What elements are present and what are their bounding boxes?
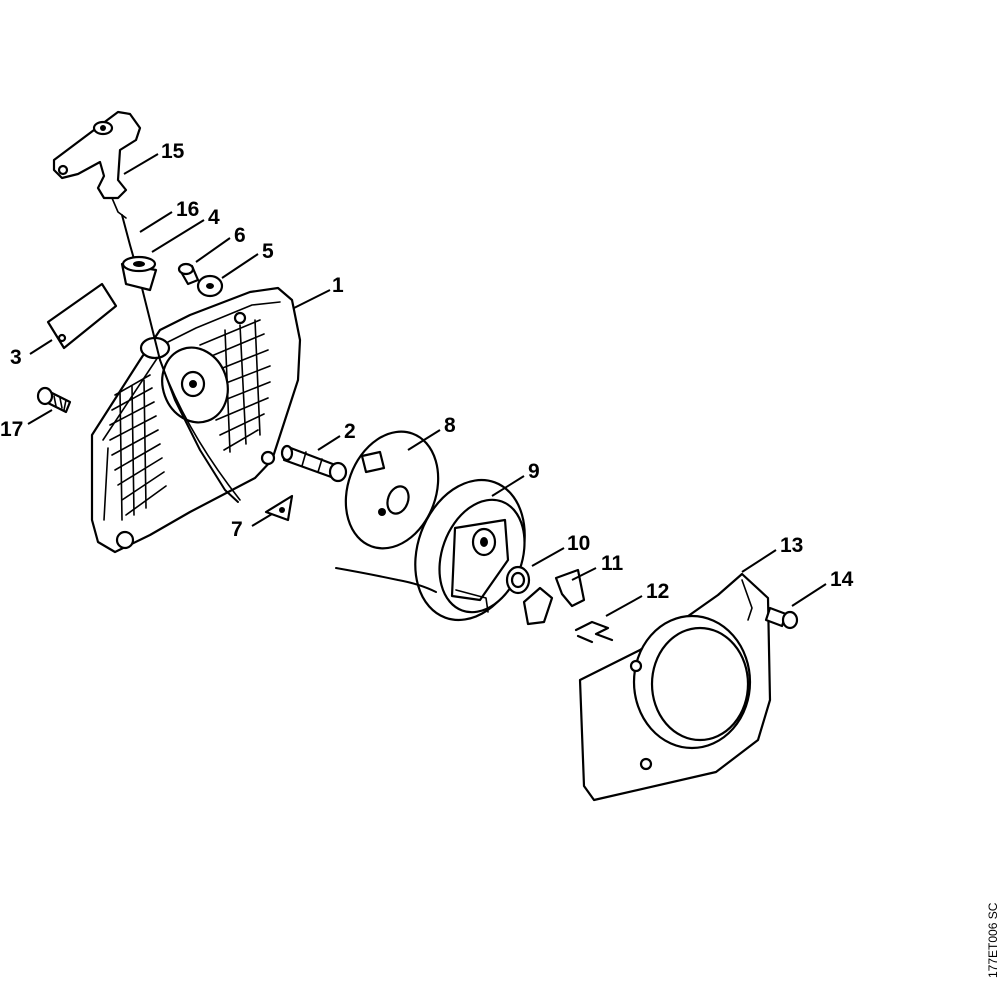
part-washer: [196, 274, 224, 298]
callout-13: 13: [780, 534, 803, 557]
callout-5: 5: [262, 240, 274, 263]
part-spring-housing: [344, 430, 440, 550]
callout-9: 9: [528, 460, 540, 483]
part-starter-housing: [90, 286, 302, 554]
callout-11: 11: [601, 552, 624, 575]
callout-1: 1: [332, 274, 344, 297]
leader-lines: [27, 153, 827, 617]
part-plate: [46, 282, 118, 350]
part-screw-17: [36, 386, 72, 414]
part-screw-14: [764, 606, 799, 630]
callout-8: 8: [444, 414, 456, 437]
part-starter-grip: [52, 110, 142, 219]
callout-17: 17: [0, 418, 23, 441]
callout-14: 14: [830, 568, 854, 591]
callout-15: 15: [161, 140, 185, 163]
part-fan-shroud: [578, 572, 772, 802]
part-rope-guide-bushing: [120, 255, 158, 292]
callout-10: 10: [567, 532, 590, 555]
callout-4: 4: [208, 206, 220, 229]
callout-2: 2: [344, 420, 356, 443]
part-triangle: [264, 494, 294, 522]
callout-6: 6: [234, 224, 246, 247]
part-pawl: [522, 568, 586, 626]
callout-16: 16: [176, 198, 199, 221]
drawing-code: 177ET006 SC: [986, 902, 1000, 978]
part-spring-clip: [574, 620, 614, 644]
callout-labels: 15 16 4 6 5 1 3 17 2 7 8 9 10 11 12 13 1…: [0, 140, 854, 603]
part-rope-rotor: [335, 478, 526, 622]
callout-7: 7: [231, 518, 243, 541]
part-washer-10: [505, 565, 531, 595]
callout-12: 12: [646, 580, 669, 603]
part-shaft: [280, 444, 348, 483]
callout-3: 3: [10, 346, 22, 369]
part-bushing: [177, 262, 200, 286]
